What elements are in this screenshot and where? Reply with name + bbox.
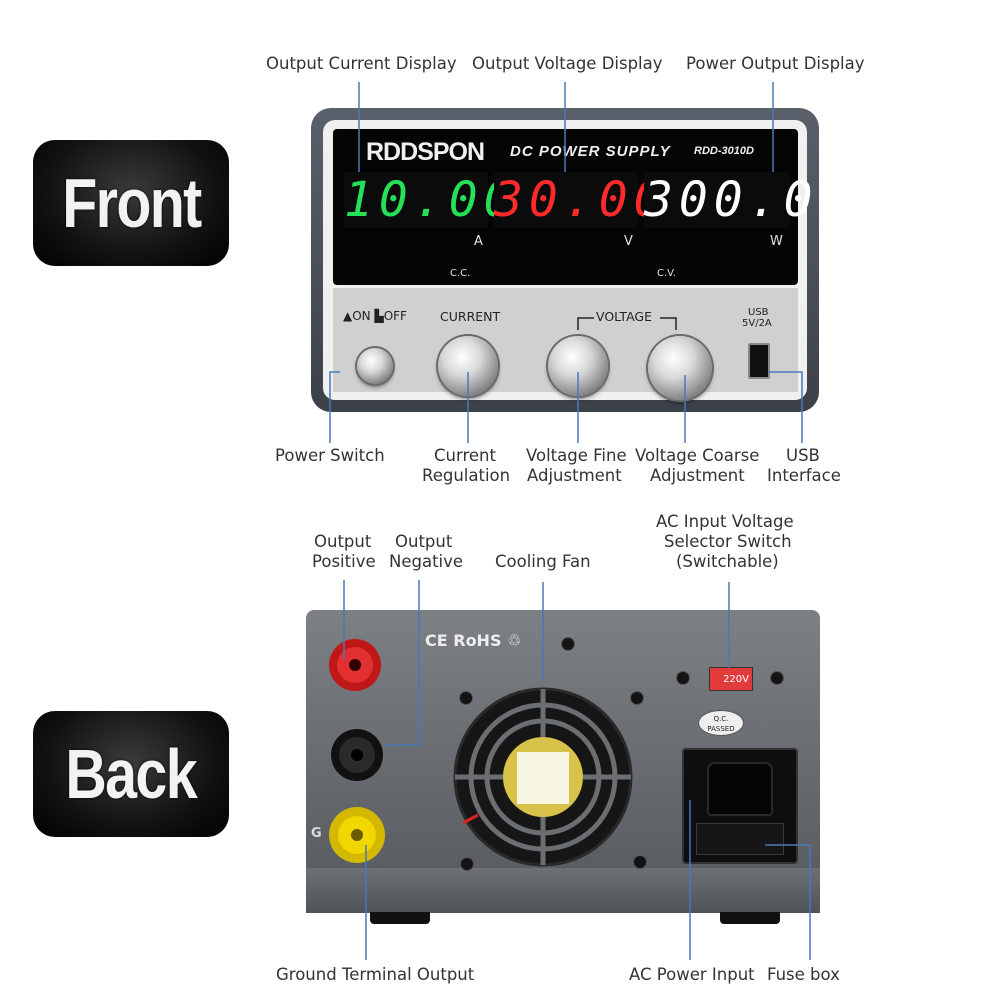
ground-terminal[interactable] (329, 807, 385, 863)
label-voltage-coarse-2: Adjustment (650, 466, 745, 485)
voltage-unit: V (624, 234, 633, 249)
power-display: 300.0 (644, 172, 819, 228)
label-voltage-coarse-1: Voltage Coarse (635, 446, 760, 465)
label-power-switch: Power Switch (275, 446, 385, 465)
front-badge: Front (33, 140, 229, 266)
label-output-positive-1: Output (314, 532, 372, 551)
screw-icon (562, 638, 574, 650)
callout-lines (329, 82, 811, 960)
usb-port-label-2: 5V/2A (742, 318, 772, 329)
back-badge: Back (33, 711, 229, 837)
label-power-display: Power Output Display (686, 54, 865, 73)
label-voltage-fine-2: Adjustment (527, 466, 622, 485)
selector-value: 220V (723, 674, 749, 685)
qc-line-2: PASSED (707, 725, 735, 733)
label-ac-selector-3: (Switchable) (676, 552, 779, 571)
foot-left (370, 912, 430, 924)
voltage-readout: 30.00 (494, 172, 669, 228)
power-readout: 300.0 (644, 172, 819, 228)
label-current-regulation-2: Regulation (422, 466, 511, 485)
current-unit: A (474, 234, 483, 249)
foot-right (720, 912, 780, 924)
label-ac-selector-1: AC Input Voltage (656, 512, 794, 531)
output-positive-terminal[interactable] (329, 639, 381, 691)
cooling-fan (453, 687, 633, 867)
voltage-selector-switch[interactable]: 220V (709, 667, 753, 691)
label-fuse-box: Fuse box (767, 965, 840, 984)
voltage-knob-label: VOLTAGE (596, 309, 652, 324)
label-output-positive-2: Positive (312, 552, 376, 571)
cv-indicator: C.V. (657, 268, 676, 279)
fuse-box[interactable] (696, 823, 784, 855)
current-readout: 10.00 (344, 172, 519, 228)
voltage-display: 30.00 (494, 172, 669, 228)
back-badge-text: Back (65, 735, 198, 813)
screw-icon (631, 692, 643, 704)
screw-icon (460, 692, 472, 704)
label-ground-terminal: Ground Terminal Output (276, 965, 475, 984)
cc-indicator: C.C. (450, 268, 471, 279)
label-current-regulation-1: Current (434, 446, 496, 465)
screw-icon (771, 672, 783, 684)
back-device-base (306, 865, 820, 913)
current-display: 10.00 (344, 172, 519, 228)
usb-port-label-1: USB (748, 307, 769, 318)
voltage-coarse-knob[interactable] (648, 336, 712, 400)
ac-power-inlet[interactable] (707, 762, 773, 816)
label-current-display: Output Current Display (266, 54, 457, 73)
label-voltage-fine-1: Voltage Fine (526, 446, 627, 465)
gnd-mark: G (311, 826, 322, 841)
qc-passed-sticker: Q.C. PASSED (698, 710, 744, 736)
cert-marks: CE RoHS ♲ (425, 631, 522, 650)
label-usb-1: USB (786, 446, 820, 465)
label-ac-power-input: AC Power Input (629, 965, 755, 984)
screw-icon (461, 858, 473, 870)
label-usb-2: Interface (767, 466, 841, 485)
output-negative-terminal[interactable] (331, 729, 383, 781)
screw-icon (634, 856, 646, 868)
label-cooling-fan: Cooling Fan (495, 552, 591, 571)
label-ac-selector-2: Selector Switch (664, 532, 792, 551)
current-knob-label: CURRENT (440, 309, 501, 324)
screw-icon (677, 672, 689, 684)
qc-line-1: Q.C. (713, 715, 729, 723)
brand-logo: RDDSPON (366, 138, 485, 166)
front-badge-text: Front (61, 164, 202, 242)
power-unit: W (770, 234, 783, 249)
usb-port[interactable] (748, 343, 770, 379)
label-voltage-display: Output Voltage Display (472, 54, 663, 73)
on-off-label: ▲ON ▙OFF (343, 309, 407, 323)
label-output-negative-2: Negative (389, 552, 464, 571)
power-switch-button[interactable] (357, 348, 393, 384)
device-title: DC POWER SUPPLY (510, 143, 671, 160)
label-output-negative-1: Output (395, 532, 453, 551)
model-number: RDD-3010D (694, 145, 754, 157)
